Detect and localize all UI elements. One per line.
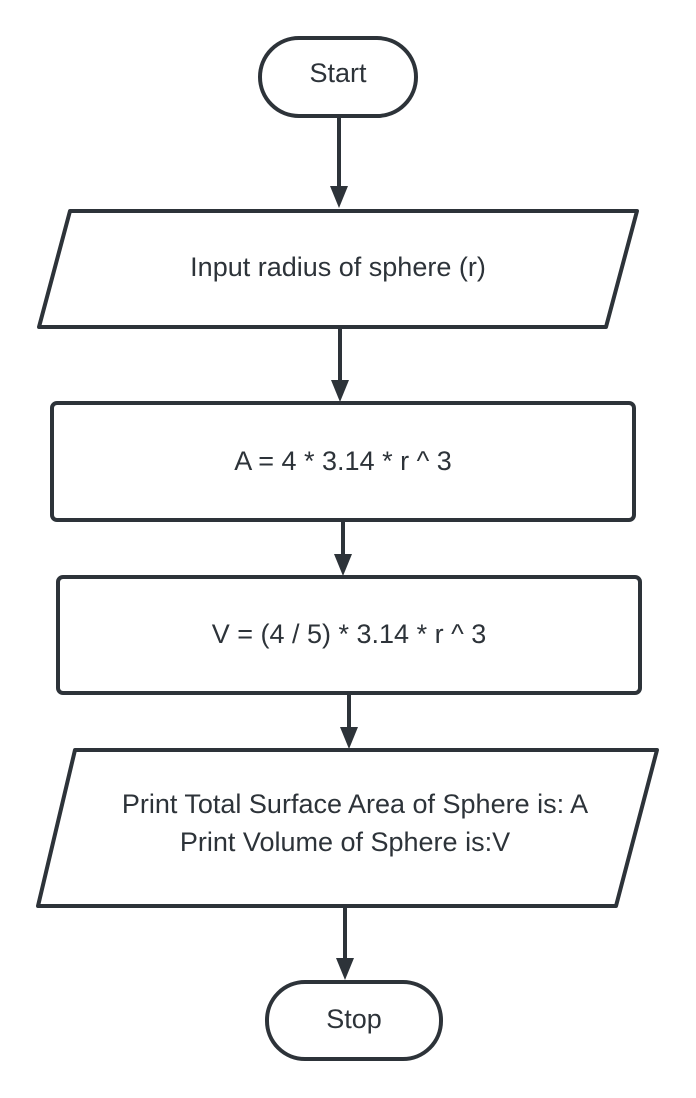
area-formula-label: A = 4 * 3.14 * r ^ 3 <box>234 446 452 476</box>
area-process-node: A = 4 * 3.14 * r ^ 3 <box>50 401 636 522</box>
stop-label: Stop <box>326 1004 382 1034</box>
connector-area-to-volume <box>334 520 352 576</box>
stop-node: Stop <box>265 980 443 1061</box>
output-label-line-2: Print Volume of Sphere is:V <box>180 827 510 857</box>
volume-formula-label: V = (4 / 5) * 3.14 * r ^ 3 <box>212 619 487 649</box>
start-label: Start <box>309 58 367 88</box>
input-node: Input radius of sphere (r) <box>37 209 639 329</box>
connector-volume-to-output <box>340 693 358 749</box>
volume-process-node: V = (4 / 5) * 3.14 * r ^ 3 <box>56 575 642 695</box>
output-node: Print Total Surface Area of Sphere is: A… <box>36 748 659 908</box>
output-label-line-1: Print Total Surface Area of Sphere is: A <box>122 789 588 819</box>
start-node: Start <box>258 36 418 118</box>
connector-start-to-input <box>330 116 348 208</box>
input-label: Input radius of sphere (r) <box>190 252 486 282</box>
connector-output-to-stop <box>336 906 354 980</box>
connector-input-to-area <box>331 327 349 402</box>
